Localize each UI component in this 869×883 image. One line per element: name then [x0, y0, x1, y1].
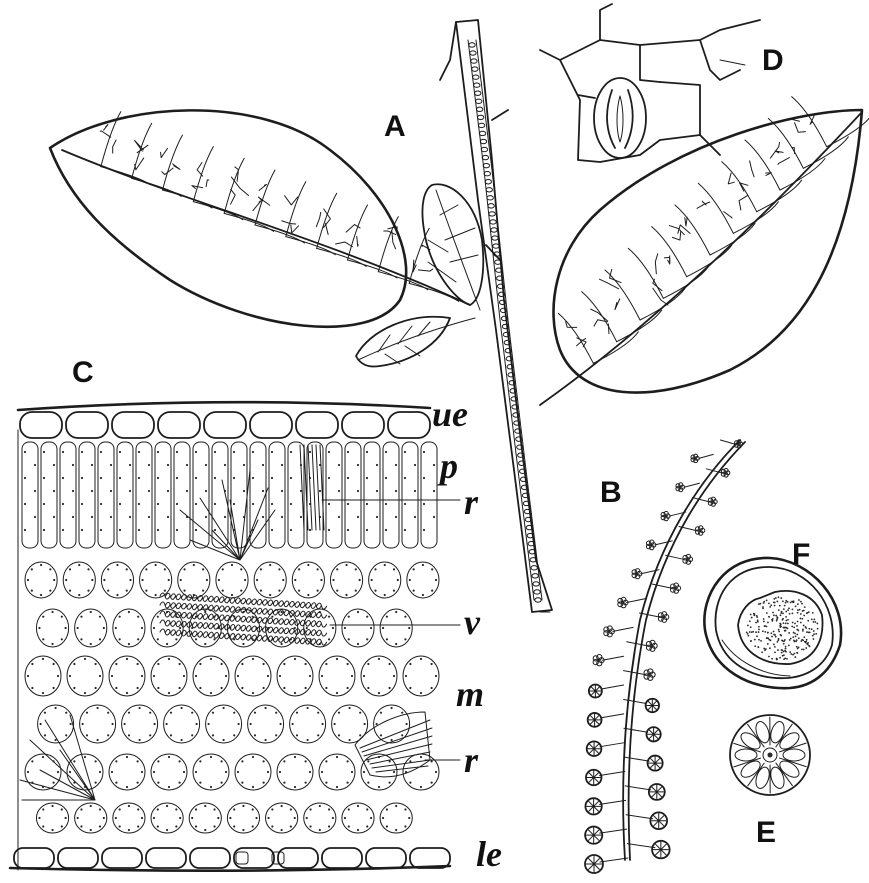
figure-a-stem-leaves	[50, 20, 869, 612]
raphide-fan-lower	[355, 712, 460, 777]
tag-mesophyll: m	[456, 676, 484, 712]
figure-e-fruit	[730, 715, 810, 795]
label-f: F	[792, 540, 810, 570]
label-d: D	[762, 46, 784, 76]
stem	[440, 20, 552, 612]
tag-raphides-lower: r	[464, 742, 478, 778]
leaf-left	[50, 110, 470, 326]
leaf-small-lower	[356, 317, 475, 367]
tag-lower-epidermis: le	[476, 836, 502, 872]
tag-upper-epidermis: ue	[432, 396, 468, 432]
tag-palisade: p	[440, 448, 458, 484]
label-e: E	[756, 818, 776, 848]
leaf-small-upper	[422, 184, 483, 310]
label-c: C	[72, 358, 94, 388]
label-b: B	[600, 478, 622, 508]
leaf-right	[540, 97, 869, 405]
figure-f-seed	[704, 558, 841, 688]
label-a: A	[384, 112, 406, 142]
tag-raphides-upper: r	[464, 484, 478, 520]
vein-vessels	[160, 593, 327, 645]
figure-c-cross-section	[10, 402, 460, 871]
tag-vein: v	[464, 604, 480, 640]
